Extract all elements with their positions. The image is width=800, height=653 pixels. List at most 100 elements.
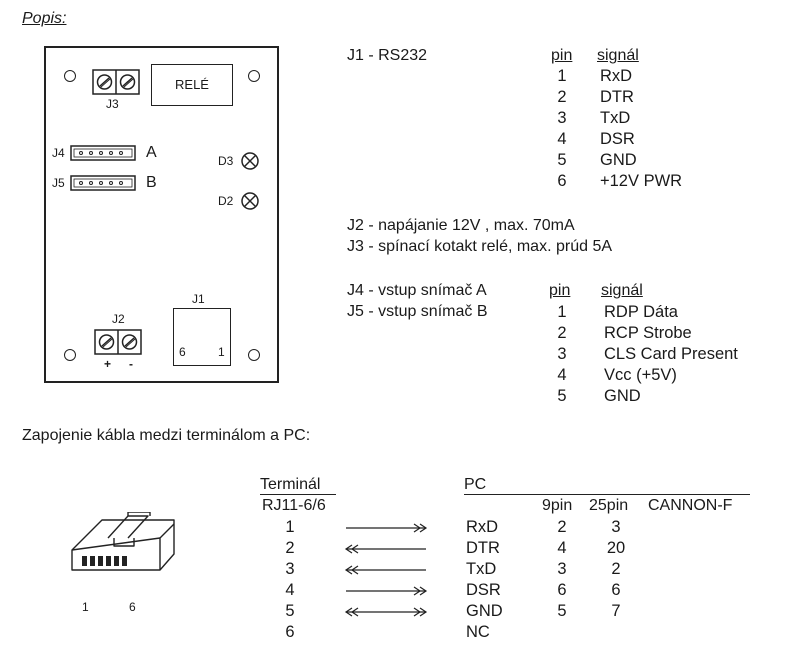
pin9-column: 2 4 3 6 5: [554, 517, 570, 643]
terminal-subheader: RJ11-6/6: [262, 497, 326, 514]
j45-signal: RDP Dáta: [604, 303, 678, 321]
j1-signal-column: RxD DTR TxD DSR GND +12V PWR: [600, 66, 682, 192]
pc-signal: NC: [466, 623, 490, 641]
pin9-value: 3: [557, 560, 567, 578]
j1-pin-column: 1 2 3 4 5 6: [555, 66, 569, 192]
j45-signal: GND: [604, 387, 641, 405]
pc-signal: RxD: [466, 518, 499, 536]
col-25pin: 25pin: [589, 497, 629, 514]
j45-pin: 3: [557, 345, 567, 363]
led-d2-icon: [241, 192, 259, 210]
j4-description: J4 - vstup snímač A: [347, 282, 487, 299]
j1-signal: +12V PWR: [600, 172, 683, 190]
j4-label: J4: [52, 146, 65, 160]
terminal-pin-column: 1 2 3 4 5 6: [282, 517, 298, 643]
j1-pin1-label: 1: [218, 345, 225, 359]
pin25-value: 7: [611, 602, 621, 620]
direction-arrow-both: [344, 607, 428, 617]
terminal-pin: 6: [285, 623, 295, 641]
direction-arrow-left: [344, 565, 426, 575]
col-9pin: 9pin: [542, 497, 573, 514]
mounting-hole: [64, 70, 76, 82]
j45-col-signal: signál: [601, 282, 643, 299]
j1-signal: TxD: [600, 109, 631, 127]
terminal-pin: 5: [285, 602, 295, 620]
rj11-connector-icon: [71, 512, 175, 571]
pc-header: PC: [464, 475, 750, 495]
mounting-hole: [248, 349, 260, 361]
j1-pin: 6: [557, 172, 567, 190]
j45-pin: 2: [557, 324, 567, 342]
pin25-value: 6: [611, 581, 621, 599]
terminal-pin: 3: [285, 560, 295, 578]
input-a-label: A: [146, 144, 157, 161]
pin25-column: 3 20 2 6 7: [604, 517, 628, 643]
connector-pin6-label: 6: [129, 600, 136, 614]
pc-signal: TxD: [466, 560, 497, 578]
j1-signal: GND: [600, 151, 637, 169]
connector-pin1-label: 1: [82, 600, 89, 614]
j45-signal: RCP Strobe: [604, 324, 692, 342]
pin25-value: [604, 622, 628, 643]
j45-signal: CLS Card Present: [604, 345, 738, 363]
j3-label: J3: [106, 97, 119, 111]
d2-label: D2: [218, 194, 234, 208]
pin9-value: 4: [557, 539, 567, 557]
j45-signal-column: RDP Dáta RCP Strobe CLS Card Present Vcc…: [604, 302, 738, 407]
j2-description: J2 - napájanie 12V , max. 70mA: [347, 217, 575, 234]
j45-signal: Vcc (+5V): [604, 366, 677, 384]
signal-direction-arrows: [344, 523, 428, 617]
j1-col-signal: signál: [597, 47, 639, 64]
j1-signal: RxD: [600, 67, 633, 85]
j45-pin-column: 1 2 3 4 5: [555, 302, 569, 407]
mounting-hole: [248, 70, 260, 82]
j45-pin: 1: [557, 303, 567, 321]
j2-label: J2: [112, 312, 125, 326]
j3-screw-terminal: [92, 69, 140, 95]
j1-pin: 5: [557, 151, 567, 169]
j1-signal: DTR: [600, 88, 634, 106]
j1-pin: 2: [557, 88, 567, 106]
direction-arrow-right: [346, 586, 428, 596]
direction-arrow-left: [344, 544, 426, 554]
j1-label: J1: [192, 292, 205, 306]
col-cannon-f: CANNON-F: [648, 497, 733, 514]
pin25-value: 20: [606, 539, 626, 557]
cable-heading: Zapojenie kábla medzi terminálom a PC:: [22, 427, 311, 444]
j1-signal: DSR: [600, 130, 635, 148]
pin9-value: 6: [557, 581, 567, 599]
pin25-value: 3: [611, 518, 621, 536]
pin9-value: [554, 622, 570, 643]
input-b-label: B: [146, 174, 157, 191]
pin9-value: 2: [557, 518, 567, 536]
j2-screw-terminal: [94, 329, 142, 355]
j1-pin: 1: [557, 67, 567, 85]
j1-pin: 3: [557, 109, 567, 127]
page-heading: Popis:: [22, 10, 67, 27]
j45-pin: 4: [557, 366, 567, 384]
j4-pin-header: [70, 145, 136, 161]
j5-description: J5 - vstup snímač B: [347, 303, 488, 320]
d3-label: D3: [218, 154, 234, 168]
j45-col-pin: pin: [549, 282, 571, 299]
pin9-value: 5: [557, 602, 567, 620]
j45-pin: 5: [557, 387, 567, 405]
pc-signal: DSR: [466, 581, 501, 599]
j1-pin6-label: 6: [179, 345, 186, 359]
led-d3-icon: [241, 152, 259, 170]
relay-label: RELÉ: [175, 77, 209, 92]
pcb-board-outline: J3 RELÉ J4 A J5 B D3 D2 J2: [44, 46, 279, 383]
j1-col-pin: pin: [551, 47, 573, 64]
pc-signal: DTR: [466, 539, 500, 557]
j5-pin-header: [70, 175, 136, 191]
pc-signal: GND: [466, 602, 503, 620]
direction-arrow-right: [346, 523, 428, 533]
j3-description: J3 - spínací kotakt relé, max. prúd 5A: [347, 238, 613, 255]
j1-title: J1 - RS232: [347, 47, 428, 64]
terminal-pin: 2: [285, 539, 295, 557]
pc-signal-column: RxD DTR TxD DSR GND NC: [466, 517, 503, 643]
j1-rj-socket: 6 1: [173, 308, 231, 366]
terminal-pin: 4: [285, 581, 295, 599]
terminal-header: Terminál: [260, 475, 336, 495]
j2-plus-label: +: [104, 357, 112, 371]
